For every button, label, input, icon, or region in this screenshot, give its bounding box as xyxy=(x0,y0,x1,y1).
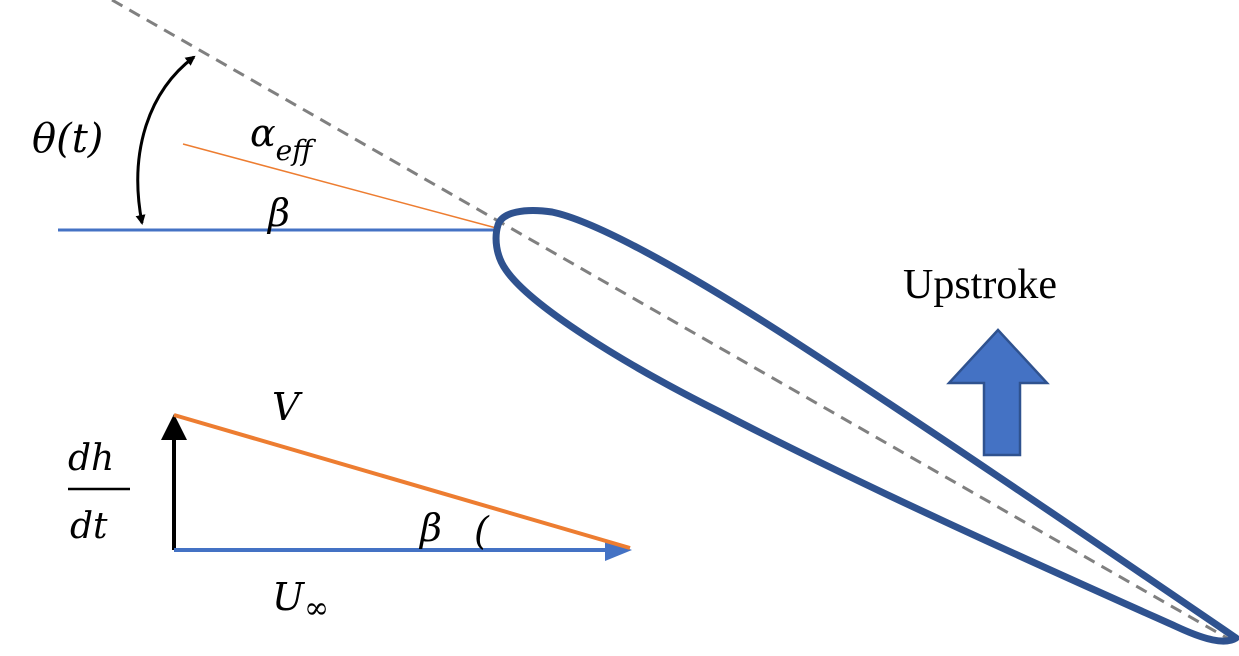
beta-bottom-label: β xyxy=(418,506,442,550)
velocity-v-label: V xyxy=(272,385,303,429)
effective-angle-line xyxy=(182,143,501,230)
alpha-eff-label: αeff xyxy=(250,111,316,167)
dh-label: dh xyxy=(68,438,114,479)
u-subscript: ∞ xyxy=(304,591,329,626)
beta-top-label: β xyxy=(266,191,290,235)
alpha-symbol: α xyxy=(250,111,276,155)
upstroke-label: Upstroke xyxy=(903,262,1057,308)
beta-angle-arc: ( xyxy=(474,509,490,553)
alpha-subscript: eff xyxy=(276,134,317,167)
theta-label: θ(t) xyxy=(32,116,103,162)
airfoil-outline xyxy=(492,207,1239,645)
up-arrow-icon xyxy=(946,328,1050,457)
resultant-velocity-line xyxy=(173,413,631,550)
dt-label: dt xyxy=(70,506,108,547)
theta-arc-arrow xyxy=(135,55,196,225)
freestream-u-label: U∞ xyxy=(272,575,329,626)
chord-line xyxy=(111,0,1235,644)
plunge-velocity-arrowhead xyxy=(161,414,187,440)
u-symbol: U xyxy=(272,575,306,619)
